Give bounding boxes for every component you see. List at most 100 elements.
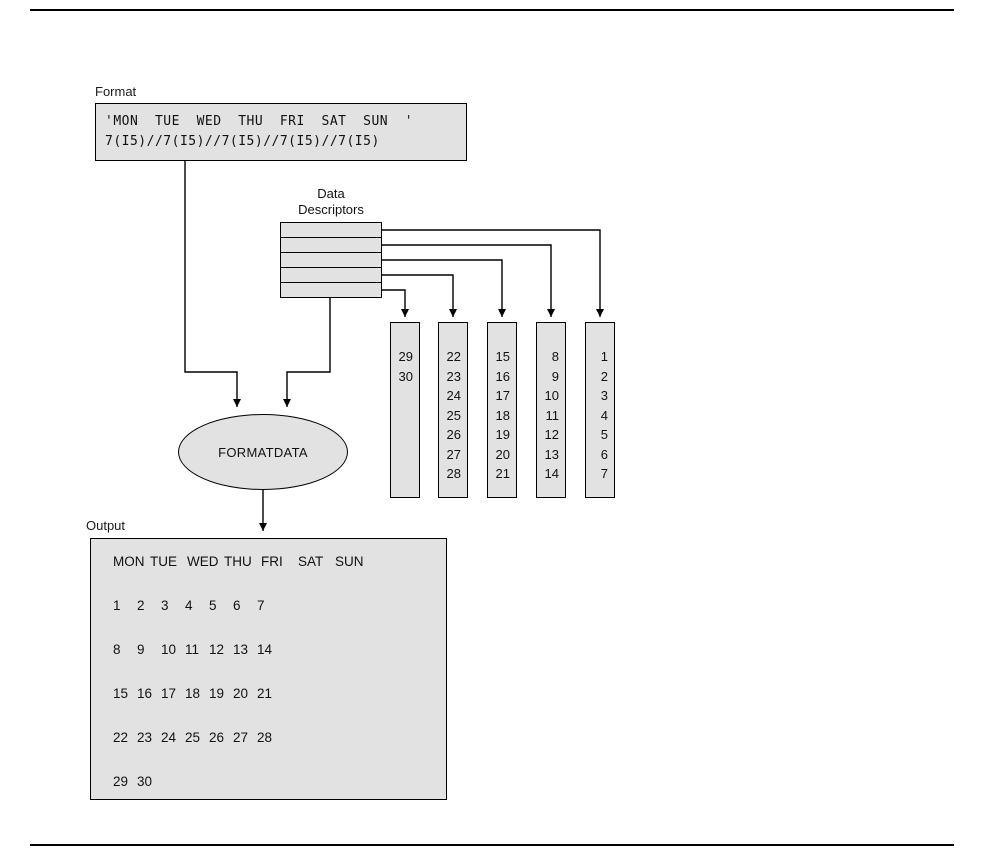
column-value: 28 <box>446 466 461 481</box>
output-cell: FRI <box>261 554 283 569</box>
output-line: 15 16 17 18 19 20 21 <box>113 685 446 701</box>
output-cell: 2 <box>137 598 145 613</box>
output-cell: 22 <box>113 730 129 745</box>
descriptor-row4-to-column2-connector <box>382 274 457 317</box>
column-value: 9 <box>551 368 559 384</box>
data-descriptors-label: Data Descriptors <box>270 186 392 218</box>
format-string-line2: 7(I5)//7(I5)//7(I5)//7(I5)//7(I5) <box>105 134 380 149</box>
output-cell: 15 <box>113 686 129 701</box>
data-column-2: 22 23 24 25 26 27 28 <box>438 322 468 498</box>
column-value: 16 <box>495 368 510 384</box>
column-value: 26 <box>446 427 461 442</box>
column-value: 4 <box>600 407 608 423</box>
column-value: 21 <box>495 466 510 481</box>
output-cell: 21 <box>257 686 273 701</box>
output-cell: 1 <box>113 598 121 613</box>
data-column-4: 8 9 10 11 12 13 14 <box>536 322 566 498</box>
output-cell: 10 <box>161 642 177 657</box>
column-value: 24 <box>446 388 461 403</box>
output-cell: 9 <box>137 642 145 657</box>
column-value: 8 <box>551 349 559 364</box>
output-cell: 30 <box>137 774 153 789</box>
data-descriptors-label-line2: Descriptors <box>298 202 364 217</box>
format-box: 'MON TUE WED THU FRI SAT SUN ' 7(I5)//7(… <box>95 103 467 161</box>
descriptor-row3-to-column3-connector <box>382 259 506 317</box>
output-cell: 23 <box>137 730 153 745</box>
output-cell: TUE <box>150 554 177 569</box>
output-line: 22 23 24 25 26 27 28 <box>113 729 446 745</box>
output-cell: 29 <box>113 774 129 789</box>
descriptors-to-formatdata-connector <box>283 297 331 407</box>
descriptor-row2-to-column4-connector <box>382 244 555 317</box>
format-label: Format <box>95 84 137 99</box>
formatdata-process: FORMATDATA <box>178 414 348 490</box>
output-cell: 7 <box>257 598 265 613</box>
output-cell: THU <box>224 554 252 569</box>
output-cell: 26 <box>209 730 225 745</box>
output-cell: 5 <box>209 598 217 613</box>
output-cell: 19 <box>209 686 225 701</box>
output-line: 1 2 3 4 5 6 7 <box>113 597 446 613</box>
column-value: 23 <box>446 368 461 384</box>
column-value: 11 <box>545 407 560 423</box>
descriptor-row <box>280 237 382 253</box>
descriptor-row <box>280 222 382 238</box>
descriptor-row <box>280 267 382 283</box>
bottom-rule <box>30 844 954 846</box>
output-cell: 16 <box>137 686 153 701</box>
column-value: 10 <box>544 388 559 403</box>
data-descriptors-label-line1: Data <box>317 186 345 201</box>
column-value: 30 <box>398 368 413 384</box>
output-cell: 14 <box>257 642 273 657</box>
output-cell: 8 <box>113 642 121 657</box>
output-cell: 4 <box>185 598 193 613</box>
column-value: 12 <box>544 427 559 442</box>
column-value: 5 <box>600 427 608 442</box>
output-line: 8 9 10 11 12 13 14 <box>113 641 446 657</box>
data-descriptors-stack <box>280 222 382 298</box>
column-value: 29 <box>398 349 413 364</box>
output-cell: 11 <box>185 642 200 657</box>
output-cell: 6 <box>233 598 241 613</box>
column-value: 19 <box>495 427 510 442</box>
output-cell: 3 <box>161 598 169 613</box>
column-value: 14 <box>544 466 559 481</box>
column-value: 3 <box>600 388 608 403</box>
column-value: 25 <box>446 407 461 423</box>
format-to-formatdata-connector <box>184 161 241 407</box>
output-cell: 27 <box>233 730 249 745</box>
output-cell: MON <box>113 554 145 569</box>
column-value: 22 <box>446 349 461 364</box>
output-cell: 18 <box>185 686 201 701</box>
top-rule <box>30 9 954 11</box>
output-cell: 13 <box>233 642 249 657</box>
output-cell: 28 <box>257 730 273 745</box>
column-value: 13 <box>544 446 559 462</box>
output-cell: 20 <box>233 686 249 701</box>
descriptor-row1-to-column5-connector <box>382 229 604 317</box>
formatdata-process-label: FORMATDATA <box>218 444 308 460</box>
output-label: Output <box>86 518 126 533</box>
descriptor-row <box>280 252 382 268</box>
format-string-line1: 'MON TUE WED THU FRI SAT SUN ' <box>105 114 414 129</box>
output-cell: SAT <box>298 554 324 569</box>
column-value: 27 <box>446 446 461 462</box>
output-cell: 25 <box>185 730 201 745</box>
output-cell: 12 <box>209 642 225 657</box>
column-value: 7 <box>600 466 608 481</box>
column-value: 1 <box>600 349 608 364</box>
column-value: 6 <box>600 446 608 462</box>
column-value: 17 <box>495 388 510 403</box>
output-cell: 24 <box>161 730 177 745</box>
column-value: 15 <box>495 349 510 364</box>
column-value: 20 <box>495 446 510 462</box>
output-cell: 17 <box>161 686 177 701</box>
